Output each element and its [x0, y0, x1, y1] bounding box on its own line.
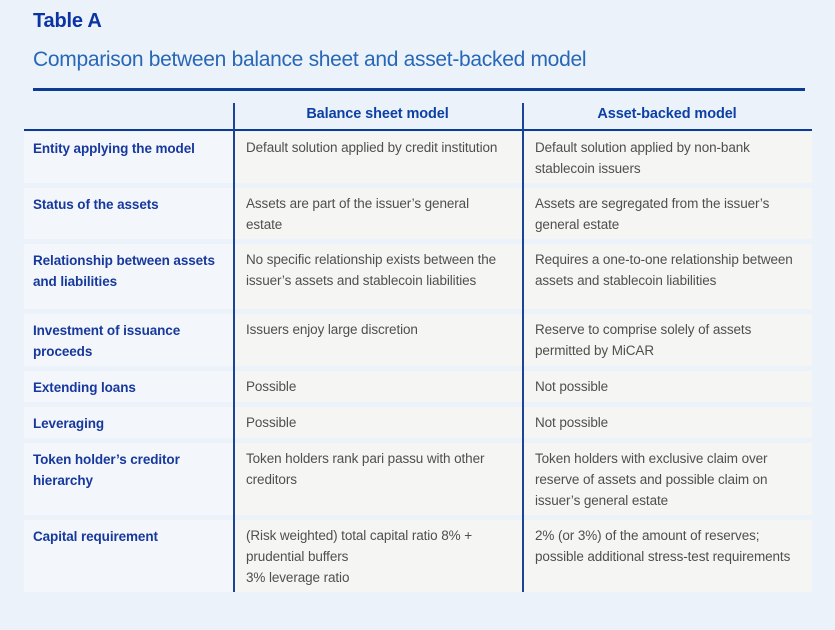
row-label: Investment of issuance proceeds	[24, 314, 233, 366]
row-label: Entity applying the model	[24, 132, 233, 183]
balance-sheet-cell: Token holders rank pari passu with other…	[233, 443, 522, 515]
row-label: Extending loans	[24, 371, 233, 402]
table-row: Leveraging Possible Not possible	[24, 407, 812, 438]
balance-sheet-cell: Issuers enjoy large discretion	[233, 314, 522, 366]
asset-backed-cell: Not possible	[522, 407, 812, 438]
row-label: Relationship between assets and liabilit…	[24, 244, 233, 309]
asset-backed-cell: Default solution applied by non-bank sta…	[522, 132, 812, 183]
row-label: Capital requirement	[24, 520, 233, 592]
balance-sheet-cell: Default solution applied by credit insti…	[233, 132, 522, 183]
column-divider	[233, 103, 235, 592]
asset-backed-cell: Assets are segregated from the issuer’s …	[522, 188, 812, 239]
title-rule	[33, 88, 805, 91]
balance-sheet-cell: Possible	[233, 407, 522, 438]
table-header-row: Balance sheet model Asset-backed model	[24, 103, 812, 131]
table-row: Investment of issuance proceeds Issuers …	[24, 314, 812, 366]
header-cell-asset-backed: Asset-backed model	[597, 106, 737, 122]
comparison-table: Balance sheet model Asset-backed model E…	[24, 103, 812, 592]
row-label: Status of the assets	[24, 188, 233, 239]
balance-sheet-cell: No specific relationship exists between …	[233, 244, 522, 309]
balance-sheet-cell: (Risk weighted) total capital ratio 8% +…	[233, 520, 522, 592]
row-label: Leveraging	[24, 407, 233, 438]
table-row: Entity applying the model Default soluti…	[24, 132, 812, 183]
table-row: Token holder’s creditor hierarchy Token …	[24, 443, 812, 515]
balance-sheet-cell: Possible	[233, 371, 522, 402]
table-row: Relationship between assets and liabilit…	[24, 244, 812, 309]
table-row: Extending loans Possible Not possible	[24, 371, 812, 402]
asset-backed-cell: Requires a one-to-one relationship betwe…	[522, 244, 812, 309]
table-label: Table A	[33, 10, 102, 32]
table-row: Status of the assets Assets are part of …	[24, 188, 812, 239]
balance-sheet-cell: Assets are part of the issuer’s general …	[233, 188, 522, 239]
asset-backed-cell: Not possible	[522, 371, 812, 402]
asset-backed-cell: Token holders with exclusive claim over …	[522, 443, 812, 515]
asset-backed-cell: 2% (or 3%) of the amount of reserves; po…	[522, 520, 812, 592]
row-label: Token holder’s creditor hierarchy	[24, 443, 233, 515]
table-title: Comparison between balance sheet and ass…	[33, 48, 587, 71]
table-row: Capital requirement (Risk weighted) tota…	[24, 520, 812, 592]
column-divider	[522, 103, 524, 592]
asset-backed-cell: Reserve to comprise solely of assets per…	[522, 314, 812, 366]
header-cell-balance-sheet: Balance sheet model	[306, 106, 449, 122]
